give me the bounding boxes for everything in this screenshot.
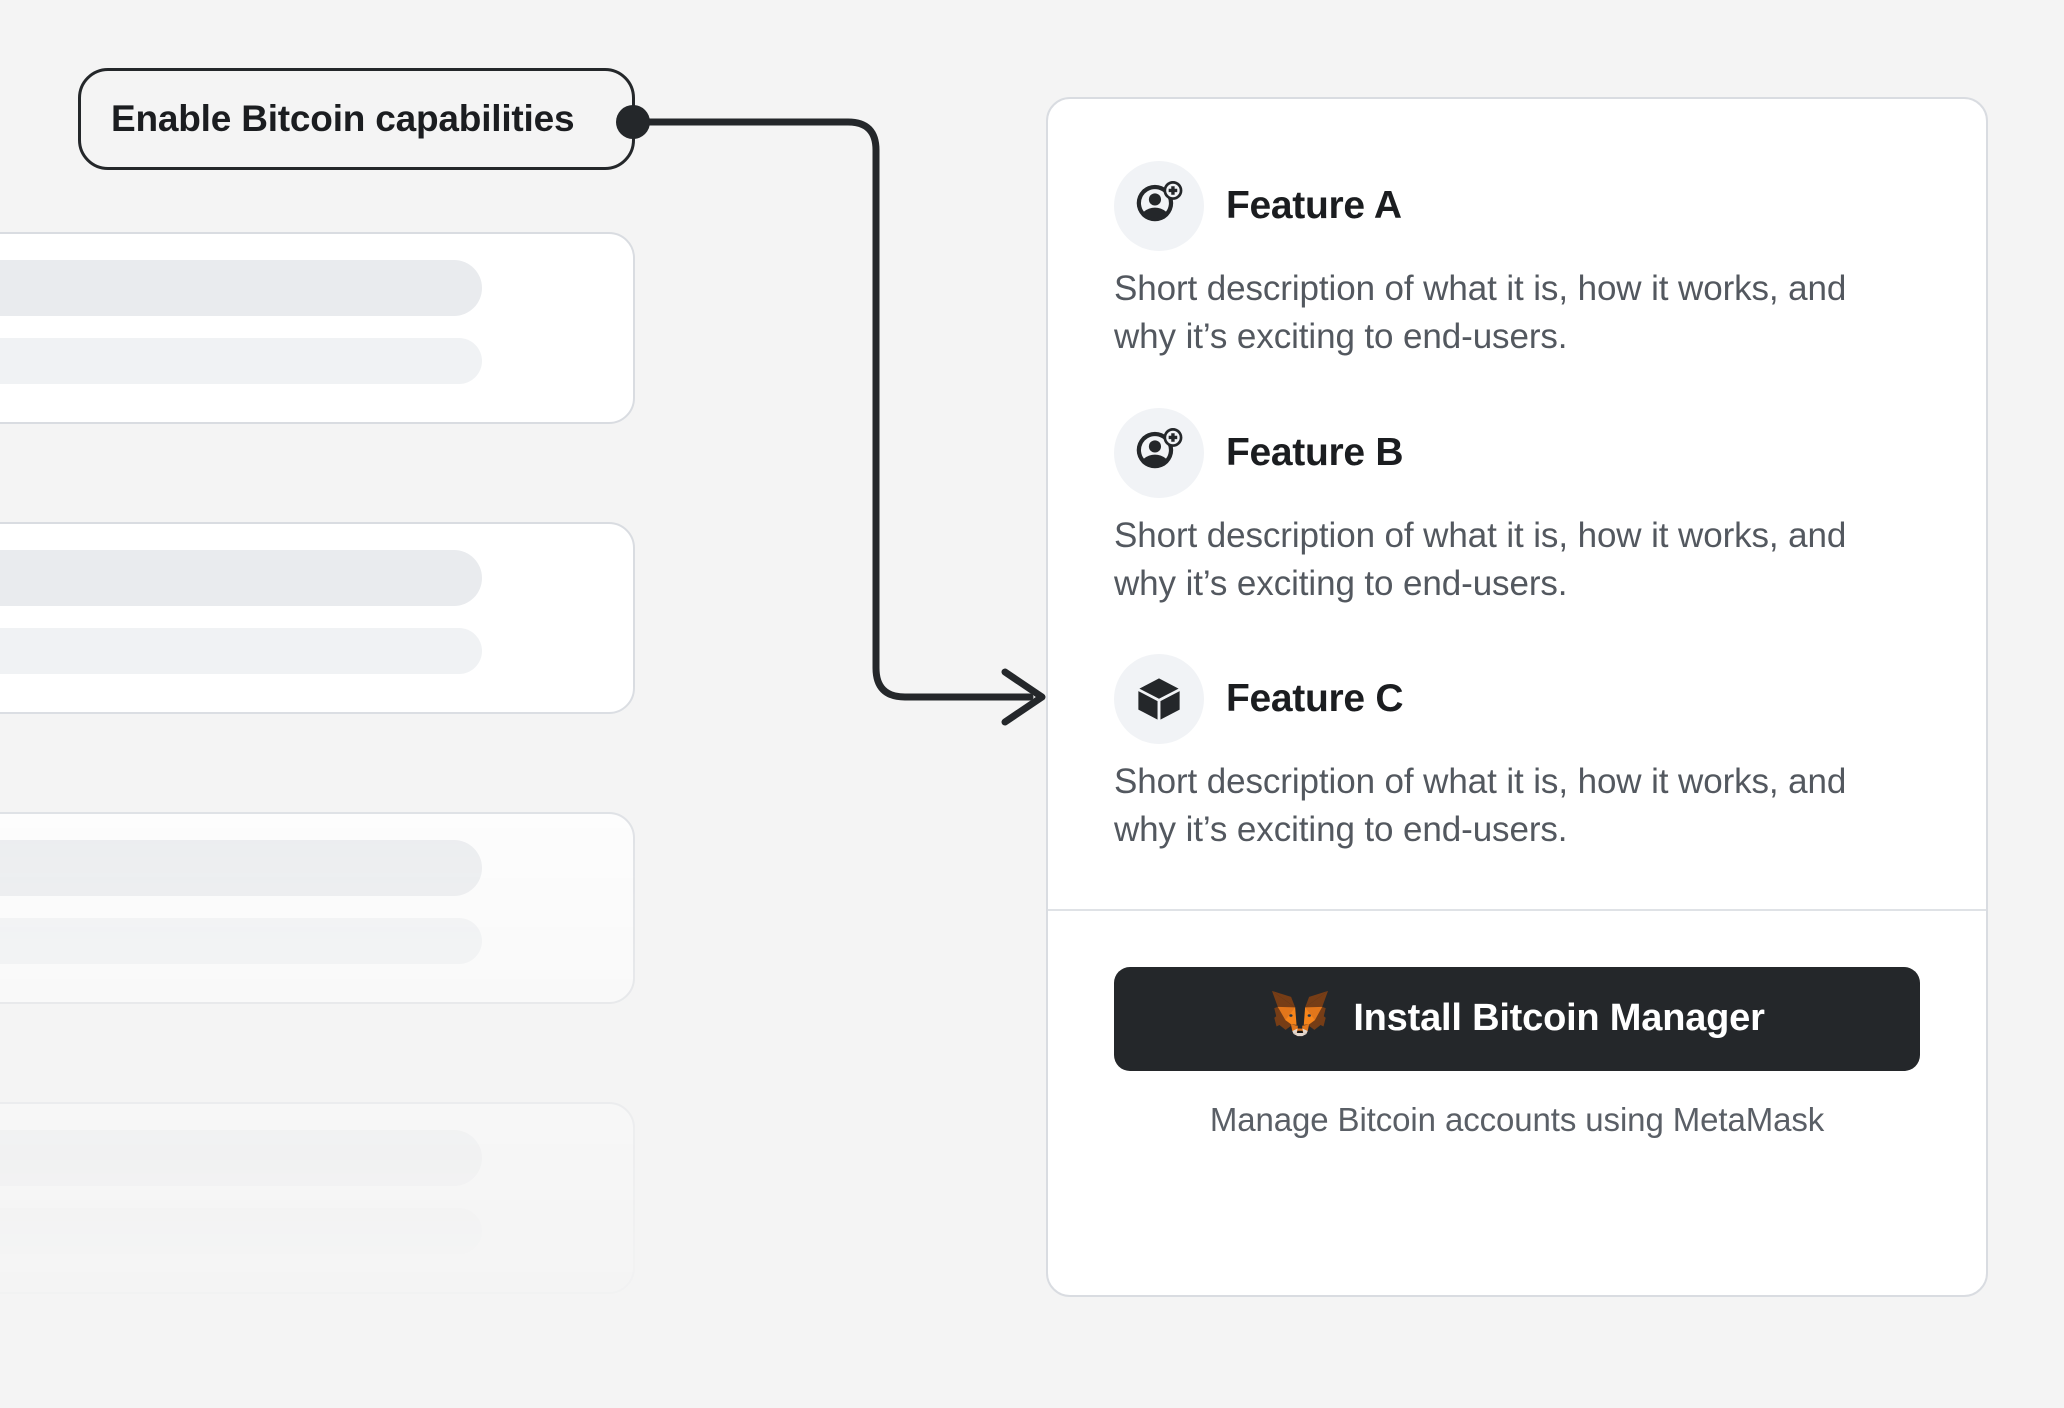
feature-header: Feature B bbox=[1114, 407, 1920, 498]
feature-title: Feature A bbox=[1226, 184, 1402, 227]
cube-icon bbox=[1114, 654, 1204, 745]
feature-title: Feature B bbox=[1226, 430, 1404, 474]
skeleton-card bbox=[0, 232, 635, 424]
feature-header: Feature C bbox=[1114, 654, 1920, 745]
features-section: Feature A Short description of what it i… bbox=[1048, 99, 1986, 909]
skeleton-bar-secondary bbox=[0, 1208, 482, 1254]
install-section: Install Bitcoin Manager Manage Bitcoin a… bbox=[1048, 911, 1986, 1139]
skeleton-bar-primary bbox=[0, 260, 482, 316]
install-bitcoin-manager-button[interactable]: Install Bitcoin Manager bbox=[1114, 966, 1920, 1071]
feature-row: Feature A Short description of what it i… bbox=[1114, 161, 1920, 362]
skeleton-placeholder-column bbox=[0, 232, 640, 1408]
feature-row: Feature C Short description of what it i… bbox=[1114, 654, 1920, 855]
skeleton-bar-primary bbox=[0, 550, 482, 606]
skeleton-bar-primary bbox=[0, 840, 482, 896]
feature-title: Feature C bbox=[1226, 677, 1404, 721]
skeleton-card bbox=[0, 812, 635, 1004]
feature-description: Short description of what it is, how it … bbox=[1114, 269, 1847, 357]
callout-label-text: Enable Bitcoin capabilities bbox=[111, 98, 575, 139]
callout-label-pill: Enable Bitcoin capabilities bbox=[78, 68, 635, 170]
connector-line bbox=[629, 118, 1034, 701]
add-user-icon bbox=[1114, 161, 1204, 251]
metamask-fox-icon bbox=[1269, 988, 1331, 1049]
add-user-icon bbox=[1114, 407, 1204, 498]
feature-card: Feature A Short description of what it i… bbox=[1046, 97, 1988, 1297]
feature-row: Feature B Short description of what it i… bbox=[1114, 407, 1920, 609]
connector-arrow bbox=[1001, 668, 1046, 726]
install-caption: Manage Bitcoin accounts using MetaMask bbox=[1209, 1100, 1825, 1138]
skeleton-card bbox=[0, 1392, 635, 1408]
feature-description: Short description of what it is, how it … bbox=[1114, 762, 1847, 850]
skeleton-bar-secondary bbox=[0, 338, 482, 384]
feature-description: Short description of what it is, how it … bbox=[1114, 515, 1847, 603]
skeleton-bar-secondary bbox=[0, 628, 482, 674]
install-button-label: Install Bitcoin Manager bbox=[1353, 997, 1765, 1040]
skeleton-bar-secondary bbox=[0, 918, 482, 964]
feature-header: Feature A bbox=[1114, 161, 1920, 251]
skeleton-card bbox=[0, 1102, 635, 1294]
card-divider bbox=[1048, 908, 1986, 911]
skeleton-bar-primary bbox=[0, 1130, 482, 1186]
skeleton-card bbox=[0, 522, 635, 714]
